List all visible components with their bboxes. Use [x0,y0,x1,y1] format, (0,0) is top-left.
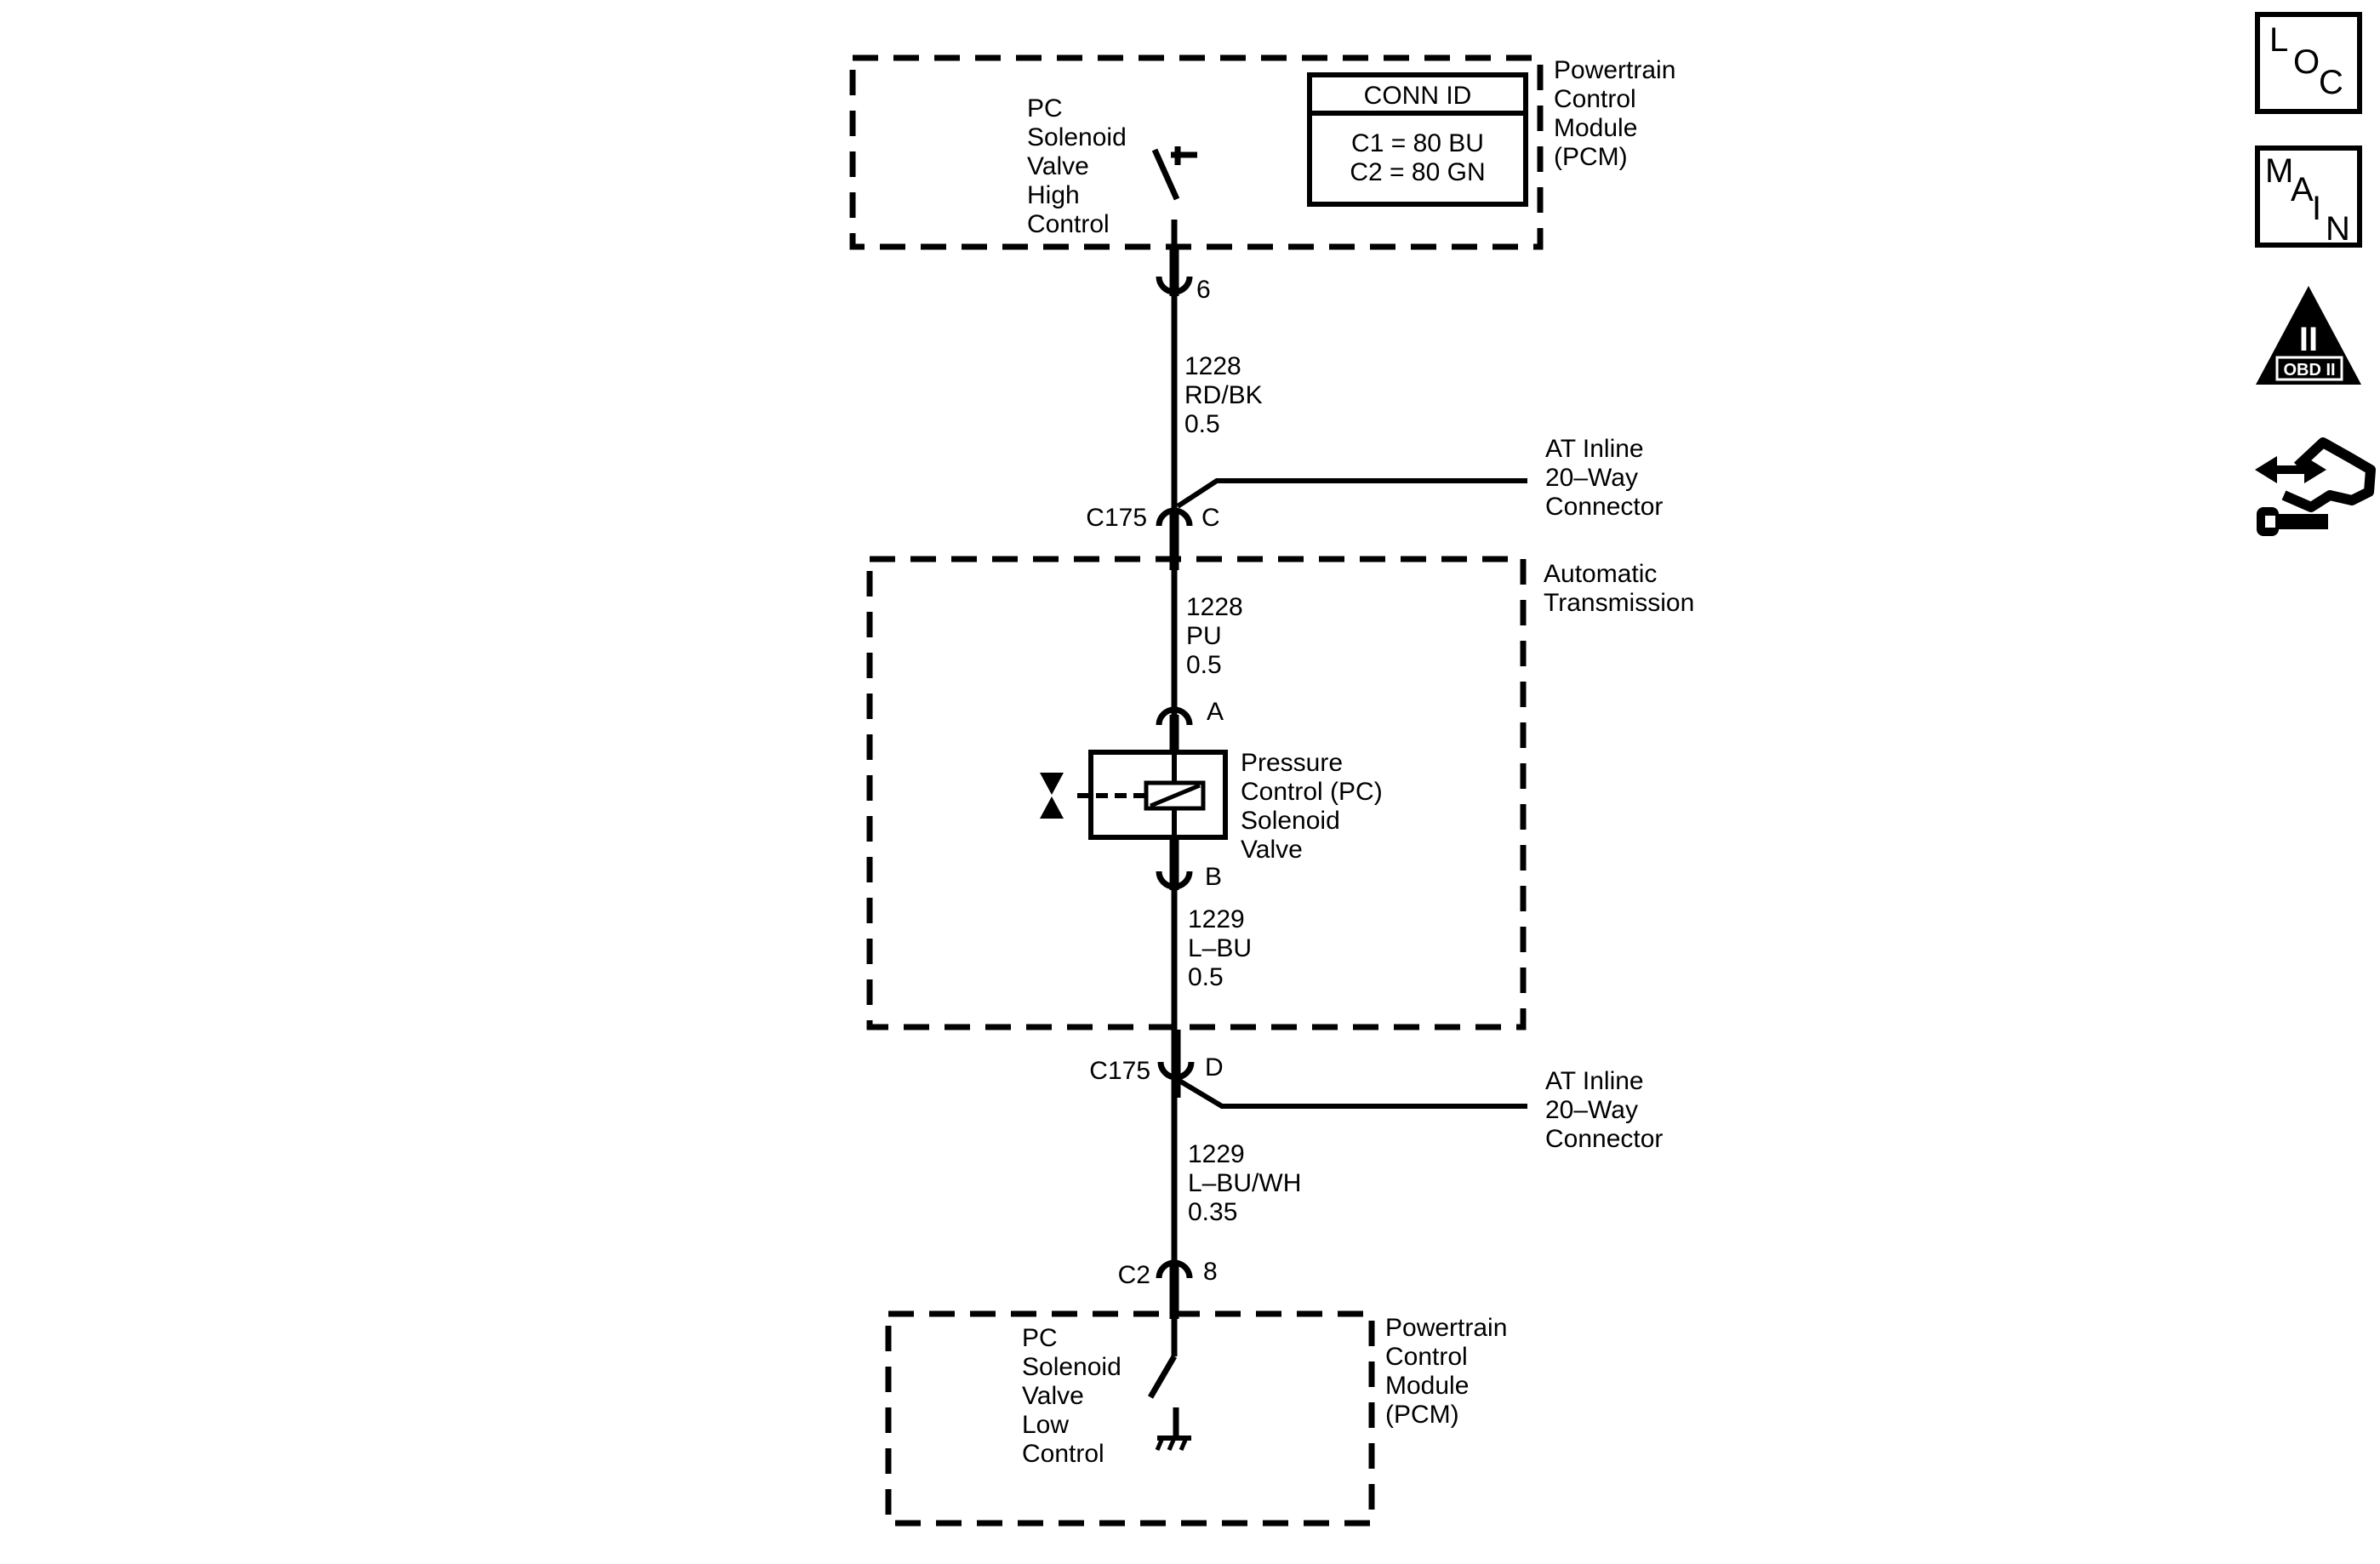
transmission-box [866,556,1527,1030]
main-icon[interactable]: M A I N [2255,146,2362,248]
wire-1229-lbuwh-label: L–BU/WH [1188,1169,1301,1197]
main-letter: N [2326,210,2350,248]
solenoid-label: Solenoid [1241,807,1340,835]
pcm-bottom-module: PC Solenoid Valve Low Control Powertrain… [885,1310,1507,1527]
pcm-top-label: (PCM) [1554,143,1628,171]
obd-ii-icon[interactable]: II OBD II [2256,286,2361,385]
pin-a-label: A [1207,698,1224,726]
wire-1228-pu-label: PU [1186,622,1222,650]
c175-top-name: C175 [1086,504,1147,532]
main-letter: M [2265,152,2293,190]
pcm-top-switch-label: High [1027,181,1080,209]
solenoid-label: Control (PC) [1241,778,1383,806]
pcm-bottom-switch-label: PC [1022,1324,1058,1352]
pcm-bottom-label: Module [1385,1372,1469,1400]
pcm-top-switch-label: Valve [1027,152,1089,180]
pcm-top-label: Control [1554,85,1636,113]
pin-b-terminal [1156,870,1193,890]
loc-letter: L [2269,21,2288,59]
c175-top-label: AT Inline [1545,435,1644,463]
loc-icon[interactable]: L O C [2255,12,2362,114]
pcm-bottom-label: Powertrain [1385,1314,1507,1342]
transmission-module: Automatic Transmission 1228 PU 0.5 A Pre… [866,556,1694,1040]
schematic-connection-icon[interactable] [2255,437,2376,536]
obd-label: OBD II [2283,361,2335,380]
wire-1228-pu-label: 0.5 [1186,651,1222,679]
conn-id-box: CONN ID C1 = 80 BU C2 = 80 GN [1307,72,1528,207]
pcm-top-switch [1151,146,1197,247]
c175-top-label: Connector [1545,493,1663,521]
c175-bottom-label: 20–Way [1545,1096,1638,1124]
transmission-label: Automatic [1544,560,1657,588]
loc-letter: C [2319,64,2343,101]
pcm-bottom-label: Control [1385,1343,1468,1371]
pcm-top-switch-label: Control [1027,210,1110,238]
pcm-top-module: PC Solenoid Valve High Control CONN ID C… [849,54,1675,250]
pin-6-label: 6 [1196,276,1211,304]
conn-id-line: C2 = 80 GN [1350,158,1485,186]
c175-bottom-label: Connector [1545,1125,1663,1153]
wire-1228-label: 1228 [1184,352,1241,380]
conn-id-title: CONN ID [1364,82,1472,110]
connector-c175-bottom: C175 D AT Inline 20–Way Connector [1089,1030,1663,1153]
pcm-top-switch-label: Solenoid [1027,123,1127,151]
c175-top-label: 20–Way [1545,464,1638,492]
wire-1228-label: 0.5 [1184,410,1220,438]
pcm-bottom-switch-label: Control [1022,1440,1104,1468]
pcm-bottom-switch-label: Low [1022,1411,1069,1439]
c2-name: C2 [1118,1261,1150,1289]
ground-icon [1155,1436,1191,1451]
c175-bottom-pin: D [1205,1053,1224,1082]
c175-bottom-name: C175 [1089,1057,1150,1085]
pcm-bottom-label: (PCM) [1385,1401,1459,1429]
pin-b-label: B [1205,863,1222,891]
pcm-bottom-switch-label: Solenoid [1022,1353,1122,1381]
main-letter: A [2291,171,2314,208]
c175-bottom-label: AT Inline [1545,1067,1644,1095]
transmission-label: Transmission [1544,589,1694,617]
pcm-top-label: Module [1554,114,1637,142]
pcm-bottom-box [885,1310,1375,1527]
obd-roman-numeral: II [2299,321,2318,358]
wire-1229-lbu-label: L–BU [1188,934,1252,962]
solenoid-label: Valve [1241,836,1303,864]
pcm-top-switch-label: PC [1027,94,1063,123]
pcm-bottom-switch-label: Valve [1022,1382,1084,1410]
main-letter: I [2312,190,2321,227]
wire-1229-lbuwh-label: 1229 [1188,1140,1245,1168]
solenoid-label: Pressure [1241,749,1343,777]
wire-1228-pu-label: 1228 [1186,593,1243,621]
pin-a-terminal [1156,706,1193,726]
wire-1228-label: RD/BK [1184,381,1263,409]
conn-id-line: C1 = 80 BU [1351,129,1484,157]
connector-c175-top: C175 C AT Inline 20–Way Connector [1086,435,1663,570]
c2-pin-label: 8 [1203,1258,1218,1286]
wire-1229-lbuwh-label: 0.35 [1188,1198,1237,1226]
loc-letter: O [2293,43,2320,81]
c175-top-pin: C [1201,504,1220,532]
connector-c2-pin-8: C2 8 [1118,1258,1218,1319]
pin-6-terminal: 6 [1156,247,1211,304]
pcm-top-box [849,54,1544,250]
wire-1229-lbu-label: 1229 [1188,905,1245,933]
pc-solenoid-valve [1040,750,1228,840]
valve-symbol-icon [1040,773,1064,795]
pcm-bottom-switch [1147,1314,1179,1438]
pcm-top-label: Powertrain [1554,56,1675,84]
wire-1229-lbu-label: 0.5 [1188,963,1224,991]
